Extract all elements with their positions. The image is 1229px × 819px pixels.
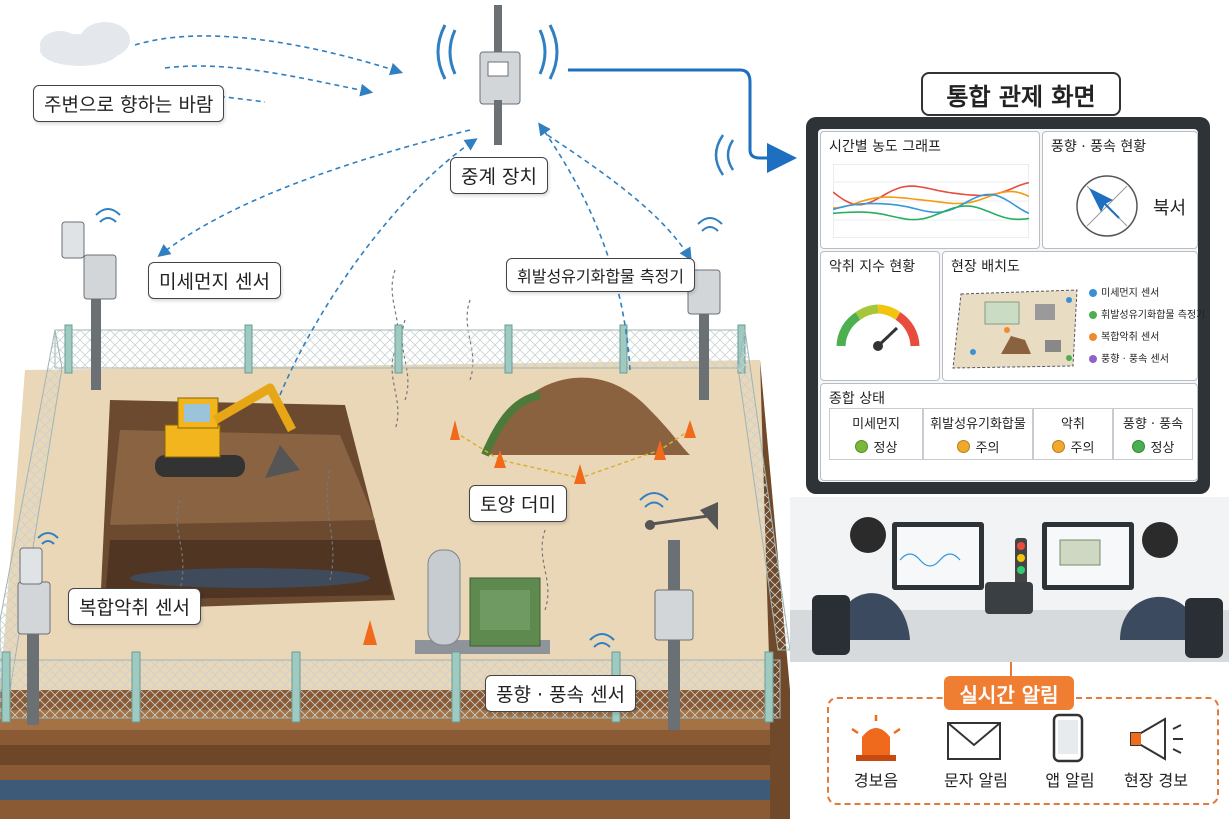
status-name: 풍향 · 풍속 xyxy=(1122,417,1184,432)
status-name: 악취 xyxy=(1061,417,1085,432)
legend-label: 휘발성유기화합물 측정기 xyxy=(1101,310,1206,321)
legend-item: 풍향 · 풍속 센서 xyxy=(1089,350,1169,365)
status-dot xyxy=(1131,440,1145,453)
dust-sensor-label: 미세먼지 센서 xyxy=(148,262,281,299)
voc-meter-label: 휘발성유기화합물 측정기 xyxy=(506,258,696,292)
legend-dot xyxy=(1089,311,1097,319)
status-value-row: 주의 xyxy=(924,437,1032,456)
legend-label: 풍향 · 풍속 센서 xyxy=(1101,354,1169,365)
cloud-icon xyxy=(40,22,130,66)
status-value: 정상 xyxy=(873,441,898,456)
odor-panel-title: 악취 지수 현황 xyxy=(829,259,916,275)
status-value-row: 주의 xyxy=(1034,437,1112,456)
status-value-row: 정상 xyxy=(1114,437,1192,456)
legend-item: 휘발성유기화합물 측정기 xyxy=(1089,306,1205,321)
status-name: 휘발성유기화합물 xyxy=(930,417,1026,432)
site-layout-map xyxy=(952,289,1078,369)
wind-sensor-label: 풍향 · 풍속 센서 xyxy=(485,675,637,712)
status-dot xyxy=(854,440,868,453)
realtime-alert-title: 실시간 알림 xyxy=(944,676,1074,710)
front-fence xyxy=(0,659,781,719)
odor-gauge xyxy=(836,304,920,351)
relay-label: 중계 장치 xyxy=(450,157,548,194)
graph-title: 시간별 농도 그래프 xyxy=(829,139,941,155)
wind-direction-value: 북서 xyxy=(1153,198,1187,219)
status-value-row: 정상 xyxy=(830,437,922,456)
status-name: 미세먼지 xyxy=(852,417,900,432)
concentration-graph-panel: 시간별 농도 그래프 xyxy=(820,131,1040,249)
legend-dot xyxy=(1089,355,1097,363)
status-panel-title: 종합 상태 xyxy=(829,391,885,407)
legend-item: 복합악취 센서 xyxy=(1089,328,1159,343)
megaphone-icon xyxy=(1130,717,1183,761)
traffic-cones xyxy=(363,420,696,645)
odor-sensor-pole xyxy=(17,532,59,725)
control-monitor: 시간별 농도 그래프 풍향 · 풍속 현황 북서 xyxy=(806,117,1210,494)
alert-label: 앱 알림 xyxy=(1045,771,1095,790)
excavator xyxy=(155,383,300,478)
soil-pile-label: 토양 더미 xyxy=(469,485,567,522)
status-dot xyxy=(956,440,970,453)
odor-lines xyxy=(176,269,549,611)
control-screen: 시간별 농도 그래프 풍향 · 풍속 현황 북서 xyxy=(818,129,1205,482)
legend-label: 미세먼지 센서 xyxy=(1101,288,1160,299)
layout-panel-title: 현장 배치도 xyxy=(951,259,1020,275)
status-value: 주의 xyxy=(975,441,1000,456)
voc-sensor-pole xyxy=(687,217,723,400)
legend-dot xyxy=(1089,333,1097,341)
odor-index-panel: 악취 지수 현황 xyxy=(820,251,940,381)
legend-item: 미세먼지 센서 xyxy=(1089,284,1159,299)
relay-tower xyxy=(436,5,559,145)
envelope-icon xyxy=(947,722,1001,760)
realtime-alert-box: 경보음 문자 알림 앱 알림 현장 경보 xyxy=(827,697,1219,805)
wind-status-panel: 풍향 · 풍속 현황 북서 xyxy=(1042,131,1198,249)
legend-label: 복합악취 센서 xyxy=(1101,332,1160,343)
status-dot xyxy=(1051,440,1065,453)
control-room xyxy=(790,497,1229,662)
siren-icon xyxy=(851,715,901,761)
odor-sensor-label: 복합악취 센서 xyxy=(68,588,201,625)
status-value: 주의 xyxy=(1070,441,1095,456)
legend-dot xyxy=(1089,289,1097,297)
wind-sensor-pole xyxy=(589,492,718,730)
wind-panel-title: 풍향 · 풍속 현황 xyxy=(1051,139,1147,155)
alert-label: 현장 경보 xyxy=(1124,771,1188,790)
alert-label: 문자 알림 xyxy=(944,771,1008,790)
status-value: 정상 xyxy=(1150,441,1175,456)
smartphone-icon xyxy=(1052,713,1084,763)
compass-icon xyxy=(1076,175,1138,237)
control-screen-title: 통합 관제 화면 xyxy=(921,72,1121,116)
dust-sensor-pole xyxy=(61,208,121,390)
treatment-equipment xyxy=(415,549,550,654)
alert-label: 경보음 xyxy=(853,771,899,790)
wind-direction-label: 주변으로 향하는 바람 xyxy=(33,85,225,122)
concentration-line-chart xyxy=(833,164,1029,238)
